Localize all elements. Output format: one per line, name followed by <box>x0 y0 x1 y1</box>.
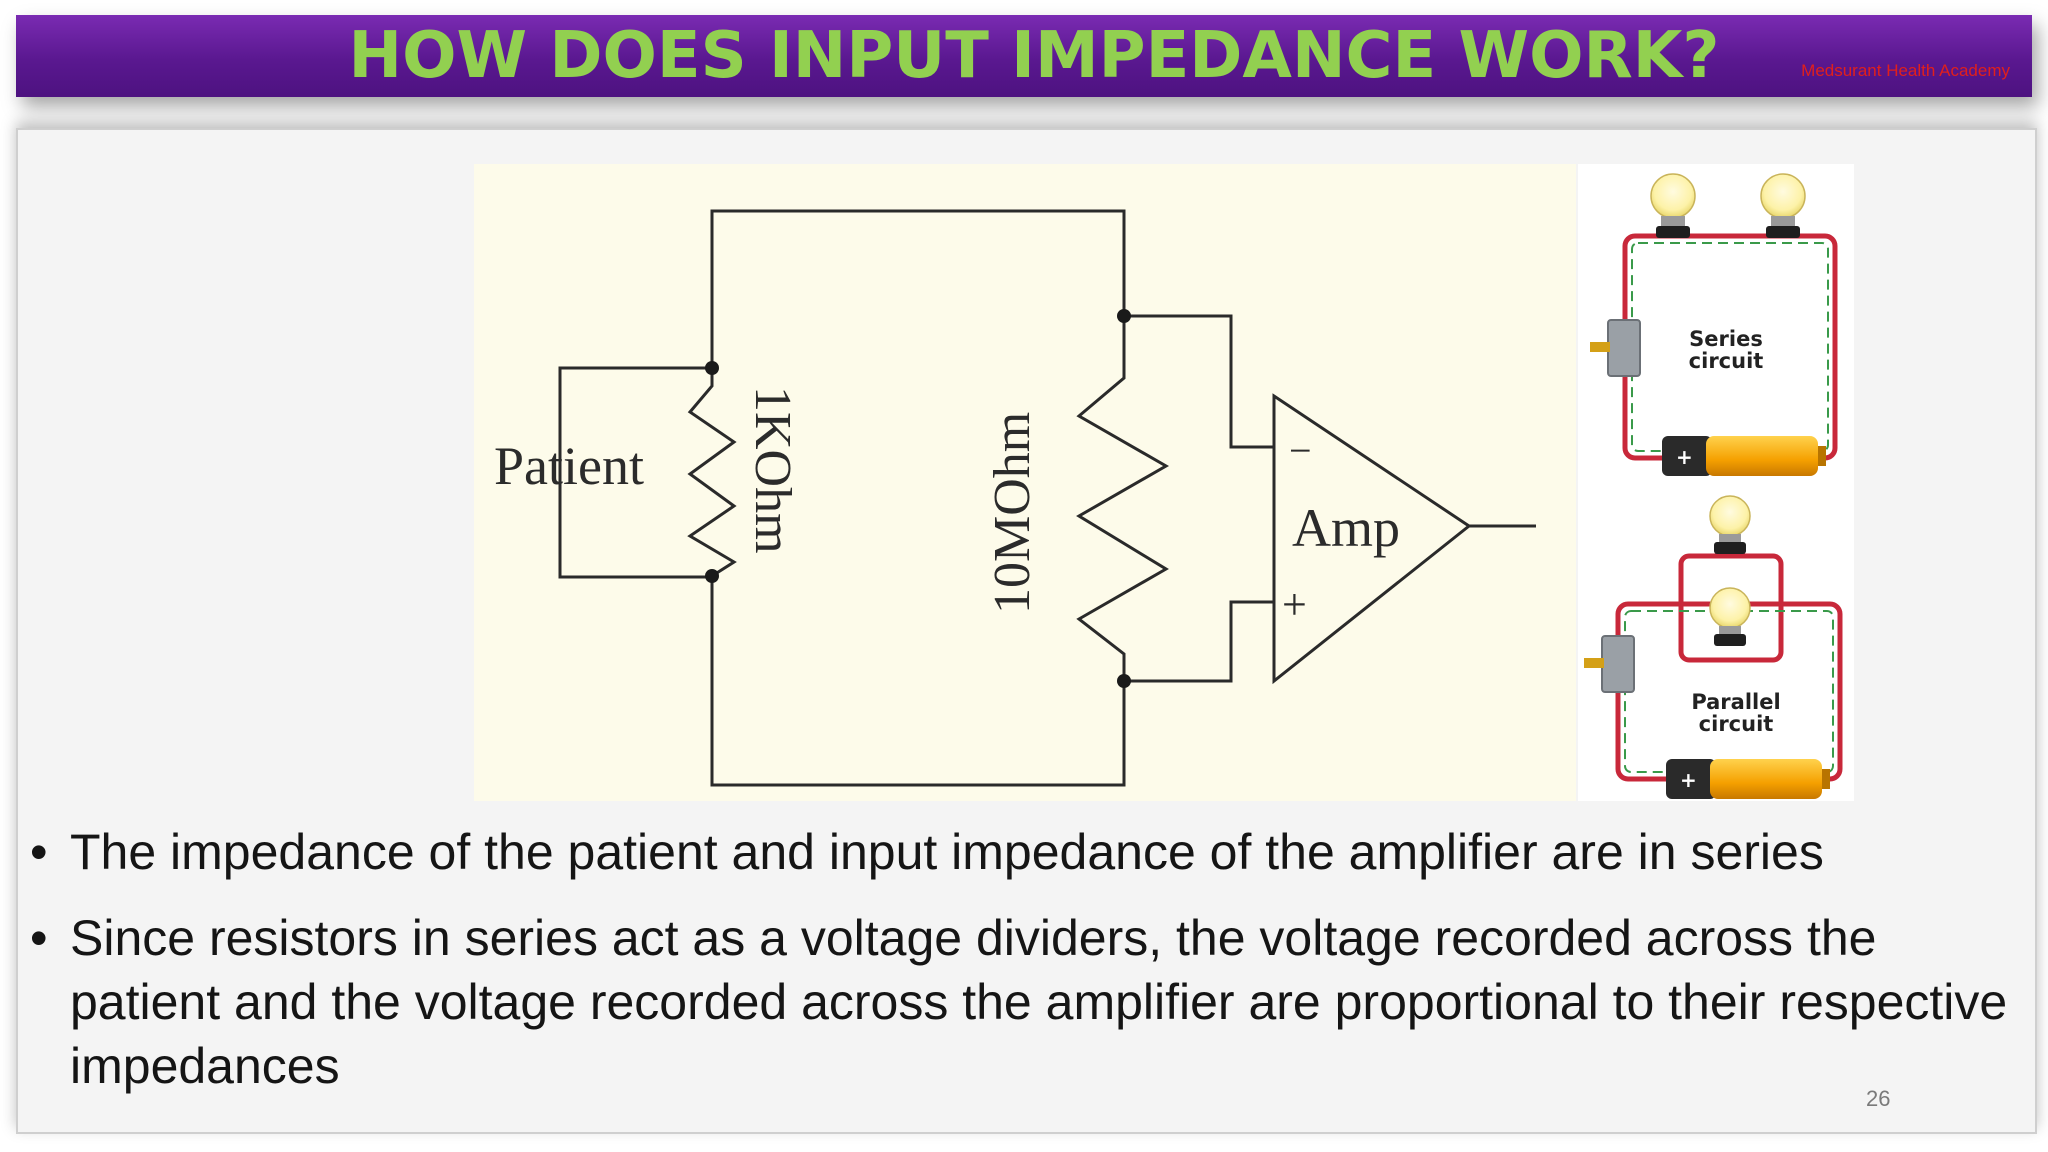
bullet-marker: • <box>30 824 48 880</box>
bullet-item: • The impedance of the patient and input… <box>30 820 2030 884</box>
junction-dot <box>705 361 719 375</box>
resistor-10m-symbol <box>1076 316 1170 681</box>
resistor-1k-symbol <box>687 368 737 578</box>
junction-dot <box>1117 309 1131 323</box>
series-caption-line2: circuit <box>1689 349 1764 373</box>
amp-plus-sign: + <box>1282 580 1307 629</box>
outer-loop-wire <box>710 209 1126 787</box>
bullet-list: • The impedance of the patient and input… <box>30 820 2030 1120</box>
battery-plus-sign: + <box>1676 445 1693 469</box>
bulb-icon <box>1760 173 1806 238</box>
parallel-circuit-illustration: + Parallel circuit <box>1584 495 1843 799</box>
bullet-text: The impedance of the patient and input i… <box>70 824 1824 880</box>
bullet-marker: • <box>30 910 48 966</box>
resistor-1k-label: 1KOhm <box>744 386 801 554</box>
bulb-icon <box>1709 587 1751 646</box>
circuit-illustrations: + Series circuit <box>1578 164 1854 801</box>
amplifier-symbol <box>1272 393 1472 685</box>
amp-minus-sign: − <box>1289 428 1312 473</box>
bullet-item: • Since resistors in series act as a vol… <box>30 906 2030 1098</box>
bullet-text: Since resistors in series act as a volta… <box>70 910 2008 1094</box>
parallel-caption-line2: circuit <box>1699 712 1774 736</box>
schematic-diagram: Patient 1KOhm 10MOhm Amp − + <box>474 164 1576 801</box>
switch-icon <box>1584 635 1635 693</box>
bulb-icon <box>1650 173 1696 238</box>
parallel-caption-line1: Parallel <box>1691 690 1780 714</box>
bulb-icon <box>1709 495 1751 554</box>
battery-icon: + <box>1666 759 1830 799</box>
junction-dot <box>1117 674 1131 688</box>
switch-icon <box>1590 319 1641 377</box>
resistor-10m-label: 10MOhm <box>984 412 1041 614</box>
junction-dot <box>705 569 719 583</box>
page-number: 26 <box>1866 1086 1891 1111</box>
title-banner: HOW DOES INPUT IMPEDANCE WORK? Medsurant… <box>16 15 2032 97</box>
patient-label: Patient <box>494 436 644 496</box>
amp-label: Amp <box>1292 498 1400 558</box>
battery-plus-sign: + <box>1680 768 1697 792</box>
series-caption-line1: Series <box>1689 327 1763 351</box>
battery-icon: + <box>1662 436 1826 476</box>
patient-bracket-wire <box>558 366 712 579</box>
page-title: HOW DOES INPUT IMPEDANCE WORK? <box>348 19 1720 93</box>
amp-input-wires <box>1124 314 1274 683</box>
series-circuit-illustration: + Series circuit <box>1590 173 1838 476</box>
academy-label: Medsurant Health Academy <box>1801 61 2010 80</box>
